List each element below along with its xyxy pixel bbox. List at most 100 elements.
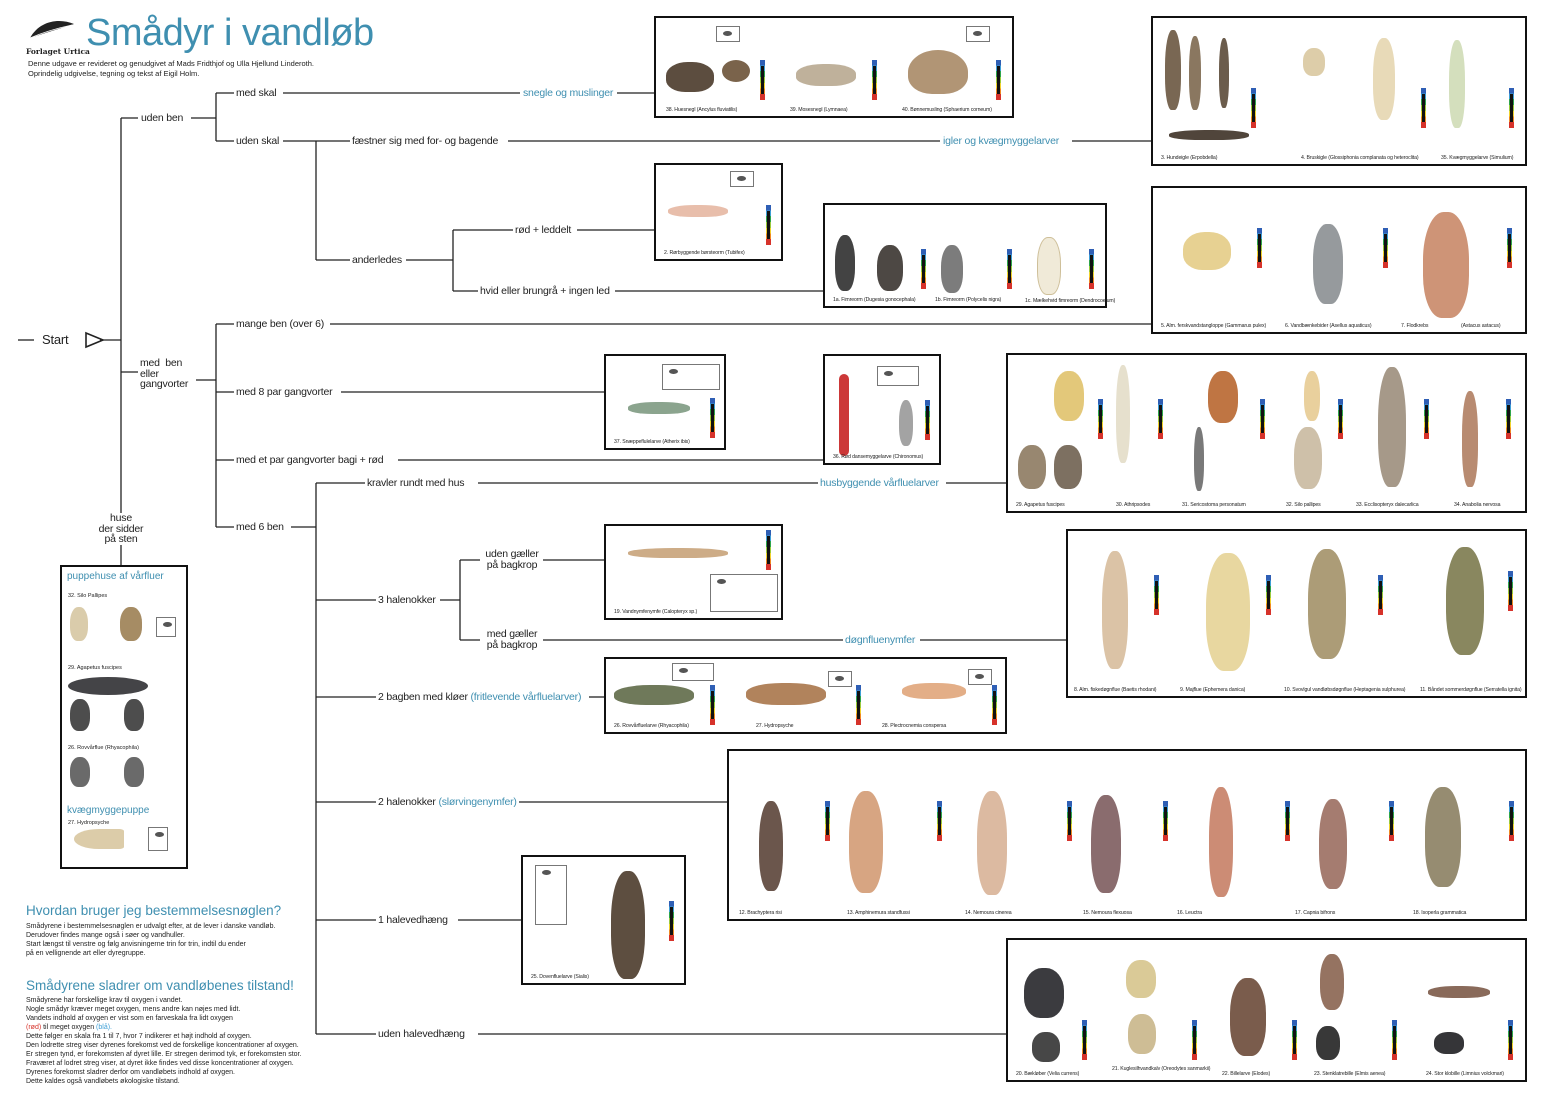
state-line: Dette kaldes også vandløbets økologiske … [26, 1078, 180, 1085]
calopteryx-drawing [628, 548, 728, 558]
key-mange-ben: mange ben (over 6) [234, 318, 327, 330]
key-en-hale: 1 halevedhæng [376, 914, 450, 926]
card-snegle: 38. Huesnegl (Ancylus fluviatilis) 39. M… [654, 16, 1014, 118]
oxygen-scale [1392, 1020, 1397, 1060]
group-dognflue: døgnfluenymfer [843, 634, 918, 646]
caption-40: 40. Bønnemusling (Sphaerium corneum) [902, 107, 992, 113]
key-to-bagben-group: (fritlevende vårfluelarver) [470, 691, 582, 703]
polycelis-drawing [941, 245, 963, 293]
caption-35: 35. Kvægmyggelarve (Simulium) [1441, 155, 1514, 161]
pupae-silo: 32. Silo Pallipes [68, 593, 108, 599]
rhyacophila-pupa-drawing-2 [124, 757, 144, 787]
howto-text: Smådyrene i bestemmelsesnøglen er udvalg… [26, 922, 326, 958]
caption-20: 20. Bækløber (Velia currens) [1016, 1071, 1080, 1077]
simulium-pupa-drawing [74, 829, 124, 849]
caption-11: 11. Båndet sommerdøgnflue (Serratella ig… [1420, 687, 1522, 693]
hydropsyche-drawing [746, 683, 826, 705]
caption-14: 14. Nemoura cinerea [965, 910, 1012, 916]
oxygen-scale [1089, 249, 1094, 289]
sericostoma-case [1194, 427, 1204, 491]
caption-34: 34. Anabolia nervosa [1454, 502, 1501, 508]
oxygen-scale [1098, 399, 1103, 439]
nemoura-flexuosa-drawing [1091, 795, 1121, 893]
caption-32: 32. Silo pallipes [1286, 502, 1321, 508]
rhyacophila-pupa-drawing [70, 757, 90, 787]
oxygen-scale [1508, 571, 1513, 611]
oxygen-scale [992, 685, 997, 725]
erpobdella-drawing-3 [1219, 38, 1229, 108]
astacus-drawing [1423, 212, 1469, 318]
key-med-gaeller: med gæller på bagkrop [481, 629, 543, 650]
agapetus-drawing [1054, 371, 1084, 421]
howto-title: Hvordan bruger jeg bestemmelsesnøglen? [26, 903, 282, 918]
publisher-name: Forlaget Urtica [26, 47, 90, 56]
group-igler: igler og kvægmyggelarver [941, 135, 1062, 147]
card-atherix: 37. Snæppeflulelarve (Atherix ibis) [604, 354, 726, 450]
agapetus-pupa-drawing-2 [70, 699, 90, 731]
card-sialis: 25. Dovenfluelarve (Sialis) [521, 855, 686, 985]
card-igler: 3. Hundeigle (Erpobdella) 4. Bruskigle (… [1151, 16, 1527, 166]
gammarus-drawing [1183, 232, 1231, 270]
start-label: Start [40, 332, 71, 347]
oxygen-scale [1509, 801, 1514, 841]
key-med6: med 6 ben [234, 521, 286, 533]
card-calopteryx: 19. Vandnymfenymfe (Calopteryx sp.) [604, 524, 783, 620]
card-tubifex: 2. Rørbyggende børsteorm (Tubifex) [654, 163, 783, 261]
key-med-ben: med ben eller gangvorter [140, 358, 196, 390]
card-husbyggende: 29. Agapetus fuscipes 30. Athripsodes 31… [1006, 353, 1527, 513]
erpobdella-side [1169, 130, 1249, 140]
silo-case [1294, 427, 1322, 489]
velia-drawing-2 [1032, 1032, 1060, 1062]
state-line: Den lodrette streg viser dyrenes forekom… [26, 1042, 299, 1049]
oxygen-scale [760, 60, 765, 100]
ephemera-drawing [1206, 553, 1250, 671]
oxygen-scale [937, 801, 942, 841]
pupae-rhyacophila: 26. Rovvårflue (Rhyacophila) [68, 745, 139, 751]
caption-22: 22. Billelarve (Elodes) [1222, 1071, 1271, 1077]
state-line-colors: (rød) til meget oxygen (blå). [26, 1023, 356, 1032]
plectrocnemia-drawing [902, 683, 966, 699]
agapetus-pupa-drawing-3 [124, 699, 144, 731]
chironomus-drawing-2 [899, 400, 913, 446]
howto-line: på en vellignende art eller dyregruppe. [26, 950, 146, 957]
caption-5: 5. Alm. ferskvandstangloppe (Gammarus pu… [1161, 323, 1267, 329]
oxygen-scale [1508, 1020, 1513, 1060]
elmis-drawing-2 [1316, 1026, 1340, 1060]
key-med-ben-text: med ben eller gangvorter [140, 357, 189, 390]
caption-15: 15. Nemoura flexuosa [1083, 910, 1132, 916]
oxygen-scale [1257, 228, 1262, 268]
oreodytes-drawing [1126, 960, 1156, 998]
oxygen-scale [669, 901, 674, 941]
pupae-agapetus: 29. Agapetus fuscipes [68, 665, 122, 671]
howto-line: Start længst til venstre og følg anvisni… [26, 941, 246, 948]
oxygen-scale [1163, 801, 1168, 841]
elodes-drawing [1230, 978, 1266, 1056]
caption-1a: 1a. Fimreorm (Dugesia gonocephala) [833, 297, 916, 303]
caption-7b: (Astacus astacus) [1461, 323, 1501, 329]
caption-21: 21. Kuglesilhvandkalv (Oreodytes sanmark… [1112, 1066, 1211, 1072]
caption-30: 30. Athripsodes [1116, 502, 1151, 508]
caption-17: 17. Capnia bifrons [1295, 910, 1336, 916]
oxygen-scale [710, 685, 715, 725]
caption-28: 28. Plectrocnemia conspersa [882, 723, 947, 729]
key-to-hale-group: (slørvingenymfer) [438, 796, 517, 808]
oxygen-scale [825, 801, 830, 841]
oxygen-scale [1082, 1020, 1087, 1060]
key-uden-ben: uden ben [139, 112, 186, 124]
caption-1b: 1b. Fimreorm (Polycelis nigra) [935, 297, 1002, 303]
caption-10: 10. Svovlgul vandløbsdøgnflue (Heptageni… [1284, 687, 1406, 693]
card-fimreorm: 1a. Fimreorm (Dugesia gonocephala) 1b. F… [823, 203, 1115, 308]
state-line: Nogle smådyr kræver meget oxygen, mens a… [26, 1006, 241, 1013]
caption-39: 39. Mosesnegl (Lymnaea) [790, 107, 848, 113]
pupae-simulium-title: kvægmyggepuppe [67, 805, 150, 816]
howto-line: Derudover findes mange også i søer og va… [26, 932, 185, 939]
caption-29: 29. Agapetus fuscipes [1016, 502, 1065, 508]
size-inset [968, 669, 992, 685]
key-med8: med 8 par gangvorter [234, 386, 335, 398]
caption-6: 6. Vandbænkebider (Asellus aquaticus) [1285, 323, 1372, 329]
limnius-drawing [1428, 986, 1490, 998]
credit-line-2: Oprindelig udgivelse, tegning og tekst a… [28, 69, 200, 78]
brachyptera-drawing [759, 801, 783, 891]
oxygen-scale [1192, 1020, 1197, 1060]
caption-31: 31. Sericostoma personatum [1182, 502, 1246, 508]
